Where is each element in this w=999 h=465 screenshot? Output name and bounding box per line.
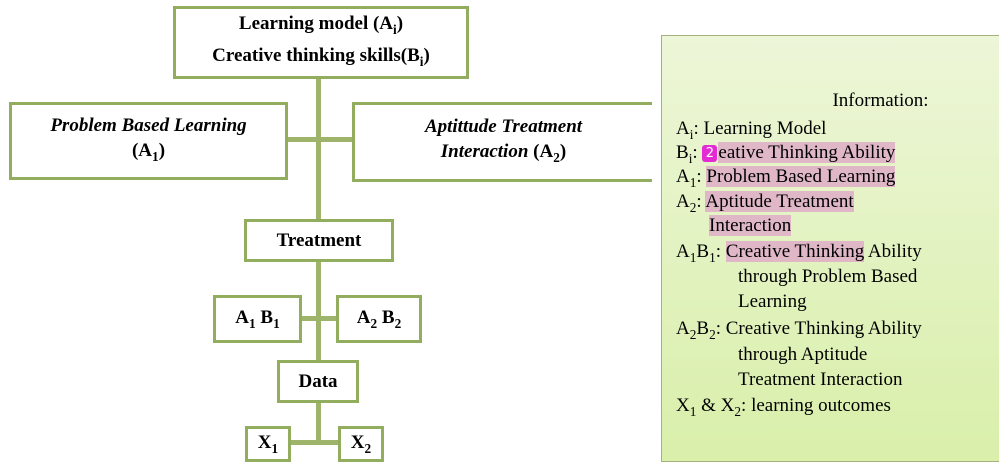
creative-thinking-skills-label: Creative thinking skills(Bi) bbox=[212, 44, 430, 69]
horizontal-connector-bottom bbox=[289, 440, 343, 445]
a1b1-label: A1 B1 bbox=[235, 306, 280, 331]
a1b1-box: A1 B1 bbox=[213, 295, 302, 343]
treatment-box: Treatment bbox=[244, 219, 394, 262]
comment-badge-icon[interactable]: 2 bbox=[702, 145, 718, 163]
info-row-a2: A2: Aptitude Treatment bbox=[676, 191, 854, 215]
horizontal-connector-mid bbox=[299, 316, 338, 321]
learning-model-box: Learning model (Ai) Creative thinking sk… bbox=[173, 6, 469, 79]
problem-based-learning-box: Problem Based Learning (A1) bbox=[9, 102, 288, 180]
information-title: Information: bbox=[832, 90, 929, 111]
trunk-line-bottom bbox=[316, 402, 321, 445]
info-row-ai: Ai: Learning Model bbox=[676, 118, 827, 142]
info-row-a1b1-l3: Learning bbox=[738, 291, 807, 312]
x2-label: X2 bbox=[350, 431, 372, 456]
trunk-line-mid bbox=[316, 262, 321, 360]
a1-label: (A1) bbox=[131, 140, 166, 164]
trunk-line-top bbox=[316, 70, 321, 222]
info-row-a2b2-l3: Treatment Interaction bbox=[738, 369, 903, 390]
aptitude-treatment-interaction-box: Aptittude Treatment Interaction (A2) bbox=[352, 102, 652, 182]
info-row-a1b1-l2: through Problem Based bbox=[738, 266, 918, 287]
interaction-a2-label: Interaction (A2) bbox=[440, 141, 567, 165]
horizontal-connector-top bbox=[279, 137, 358, 142]
x1-label: X1 bbox=[257, 431, 279, 456]
info-row-a1b1: A1B1: Creative Thinking Ability bbox=[676, 241, 922, 265]
x2-box: X2 bbox=[338, 426, 384, 462]
a2b2-label: A2 B2 bbox=[356, 306, 402, 331]
info-row-x: X1 & X2: learning outcomes bbox=[676, 395, 891, 419]
data-box: Data bbox=[277, 360, 359, 403]
info-row-a2-cont: Interaction bbox=[709, 215, 792, 236]
data-label: Data bbox=[298, 370, 338, 392]
treatment-label: Treatment bbox=[276, 229, 362, 251]
learning-model-label: Learning model (Ai) bbox=[238, 12, 404, 37]
a2b2-box: A2 B2 bbox=[336, 295, 422, 343]
x1-box: X1 bbox=[245, 426, 291, 462]
info-row-a1: A1: Problem Based Learning bbox=[676, 166, 896, 190]
info-row-a2b2-l2: through Aptitude bbox=[738, 344, 868, 365]
info-row-a2b2: A2B2: Creative Thinking Ability bbox=[676, 318, 922, 342]
aptitude-treatment-label: Aptittude Treatment bbox=[424, 116, 583, 138]
problem-based-learning-label: Problem Based Learning bbox=[50, 115, 247, 137]
